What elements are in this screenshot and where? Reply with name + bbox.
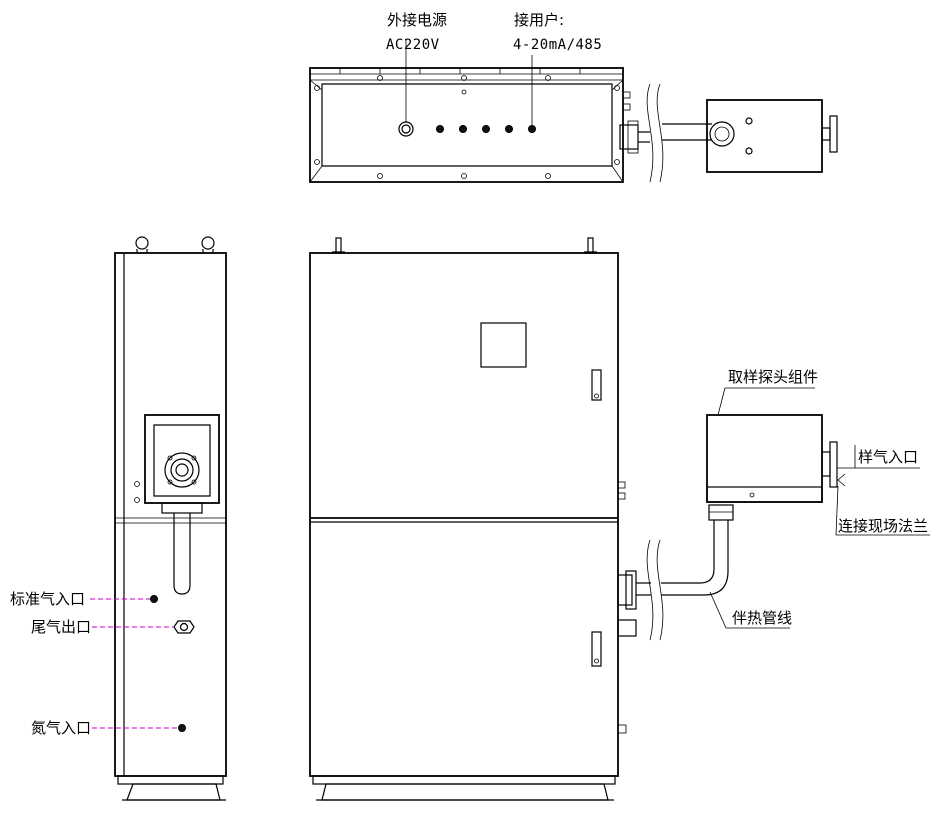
power-label: 外接电源 <box>387 11 448 29</box>
top-edge-ticks <box>339 68 581 74</box>
probe-assembly-label: 取样探头组件 <box>728 368 819 386</box>
sample-inlet-label: 样气入口 <box>858 448 919 466</box>
std-gas-label: 标准气入口 <box>10 590 86 608</box>
front-view <box>309 237 930 801</box>
power-spec-label: AC220V <box>386 37 440 53</box>
user-spec-label: 4-20mA/485 <box>513 37 603 53</box>
nitrogen-label: 氮气入口 <box>31 719 92 737</box>
top-view <box>309 40 838 183</box>
flange-label: 连接现场法兰 <box>838 517 929 535</box>
side-view <box>90 236 227 801</box>
user-label: 接用户: <box>514 11 565 29</box>
tail-gas-label: 尾气出口 <box>31 618 92 636</box>
heat-line-label: 伴热管线 <box>732 609 793 627</box>
